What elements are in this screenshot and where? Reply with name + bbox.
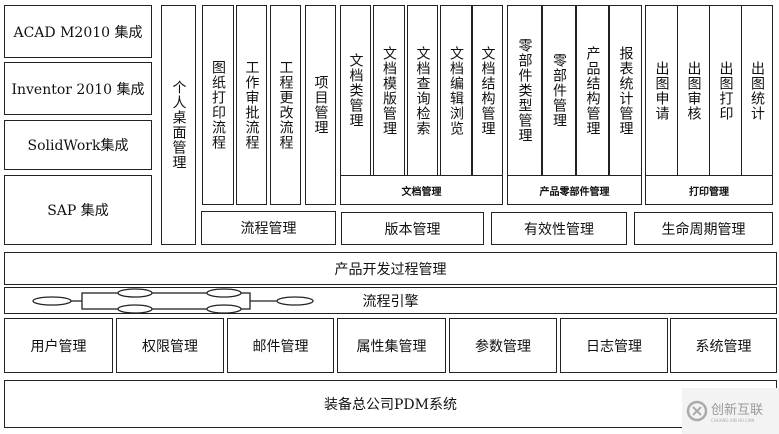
print-column: 出图审核 bbox=[677, 5, 710, 176]
part-column: 零部件管理 bbox=[542, 5, 576, 176]
workflow-diagram-icon bbox=[32, 288, 314, 314]
document-column: 文档编辑浏览 bbox=[440, 5, 472, 176]
print-column: 出图统计 bbox=[741, 5, 773, 176]
pdm-system-base: 装备总公司PDM系统 bbox=[4, 380, 777, 428]
process-column: 图纸打印流程 bbox=[202, 5, 234, 205]
log-management: 日志管理 bbox=[560, 318, 668, 373]
watermark-logo-icon bbox=[686, 400, 708, 422]
user-management: 用户管理 bbox=[4, 318, 113, 373]
watermark-subtext: CHUANG XIN HU LIAN bbox=[711, 418, 755, 423]
print-column: 出图打印 bbox=[709, 5, 742, 176]
integration-inventor: Inventor 2010 集成 bbox=[4, 62, 152, 115]
integration-solidwork: SolidWork集成 bbox=[4, 120, 152, 170]
parameter-management: 参数管理 bbox=[449, 318, 557, 373]
process-management: 流程管理 bbox=[201, 211, 336, 245]
attribute-set-management: 属性集管理 bbox=[337, 318, 446, 373]
process-column: 工作审批流程 bbox=[236, 5, 267, 205]
print-management: 打印管理 bbox=[645, 175, 773, 205]
part-column: 报表统计管理 bbox=[609, 5, 642, 176]
project-management: 项目管理 bbox=[305, 5, 336, 205]
print-column: 出图申请 bbox=[645, 5, 678, 176]
process-column: 工程更改流程 bbox=[270, 5, 301, 205]
mail-management: 邮件管理 bbox=[227, 318, 334, 373]
permission-management: 权限管理 bbox=[116, 318, 224, 373]
workflow-engine-label: 流程引擎 bbox=[362, 293, 419, 310]
system-management: 系统管理 bbox=[670, 318, 777, 373]
integration-sap: SAP 集成 bbox=[4, 175, 152, 245]
part-management: 产品零部件管理 bbox=[507, 175, 642, 205]
document-column: 文档查询检索 bbox=[407, 5, 438, 176]
workflow-engine: 流程引擎 bbox=[4, 287, 777, 314]
document-column: 文档类管理 bbox=[340, 5, 371, 176]
product-dev-process-management: 产品开发过程管理 bbox=[4, 252, 777, 285]
document-column: 文档结构管理 bbox=[472, 5, 503, 176]
effectivity-management: 有效性管理 bbox=[491, 212, 627, 245]
part-column: 产品结构管理 bbox=[576, 5, 609, 176]
personal-desktop: 个人桌面管理 bbox=[161, 5, 196, 245]
document-management: 文档管理 bbox=[340, 175, 503, 205]
document-column: 文档模版管理 bbox=[373, 5, 405, 176]
integration-acad: ACAD M2010 集成 bbox=[4, 5, 152, 58]
version-management: 版本管理 bbox=[341, 212, 484, 245]
watermark-logo: 创新互联 CHUANG XIN HU LIAN bbox=[682, 388, 779, 434]
watermark-text: 创新互联 bbox=[711, 403, 764, 418]
lifecycle-management: 生命周期管理 bbox=[634, 212, 773, 245]
part-column: 零部件类型管理 bbox=[507, 5, 542, 176]
